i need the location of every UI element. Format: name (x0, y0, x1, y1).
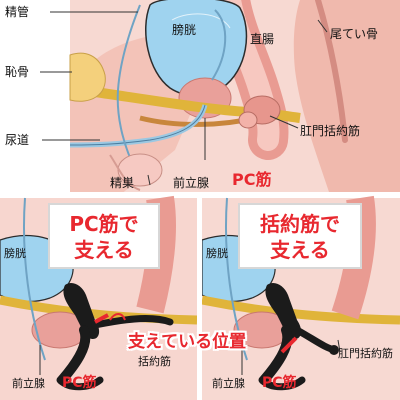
left-label-pc-muscle: PC筋 (62, 375, 97, 391)
callout-sphincter: 括約筋で 支える (238, 203, 362, 269)
label-prostate: 前立腺 (173, 176, 210, 190)
left-label-sphincter-partial: 括約筋 (138, 355, 171, 368)
support-position-label: 支えている位置 (128, 332, 247, 352)
left-label-bladder: 膀胱 (4, 247, 26, 260)
right-label-prostate: 前立腺 (212, 377, 245, 390)
right-label-pc-muscle: PC筋 (262, 375, 297, 391)
callout-pc-line1: PC筋で (69, 212, 139, 236)
left-label-prostate: 前立腺 (12, 377, 45, 390)
callout-sphincter-line2: 支える (270, 238, 330, 262)
label-seminal-duct: 精管 (5, 5, 30, 19)
callout-pc-muscle: PC筋で 支える (48, 203, 160, 269)
label-pc-muscle: PC筋 (232, 170, 272, 189)
label-anal-sphincter: 肛門括約筋 (300, 124, 361, 138)
callout-pc-line2: 支える (74, 238, 134, 262)
right-panel-art (201, 195, 400, 400)
label-testis: 精巣 (110, 176, 135, 190)
label-urethra: 尿道 (5, 133, 30, 147)
label-pubic-bone: 恥骨 (5, 65, 30, 79)
label-rectum: 直腸 (250, 32, 275, 46)
right-label-bladder: 膀胱 (206, 247, 228, 260)
label-bladder: 膀胱 (172, 23, 197, 37)
label-tailbone: 尾てい骨 (330, 27, 379, 41)
right-label-anal-sphincter: 肛門括約筋 (338, 347, 393, 360)
top-panel-art (0, 0, 400, 198)
callout-sphincter-line1: 括約筋で (260, 212, 340, 236)
